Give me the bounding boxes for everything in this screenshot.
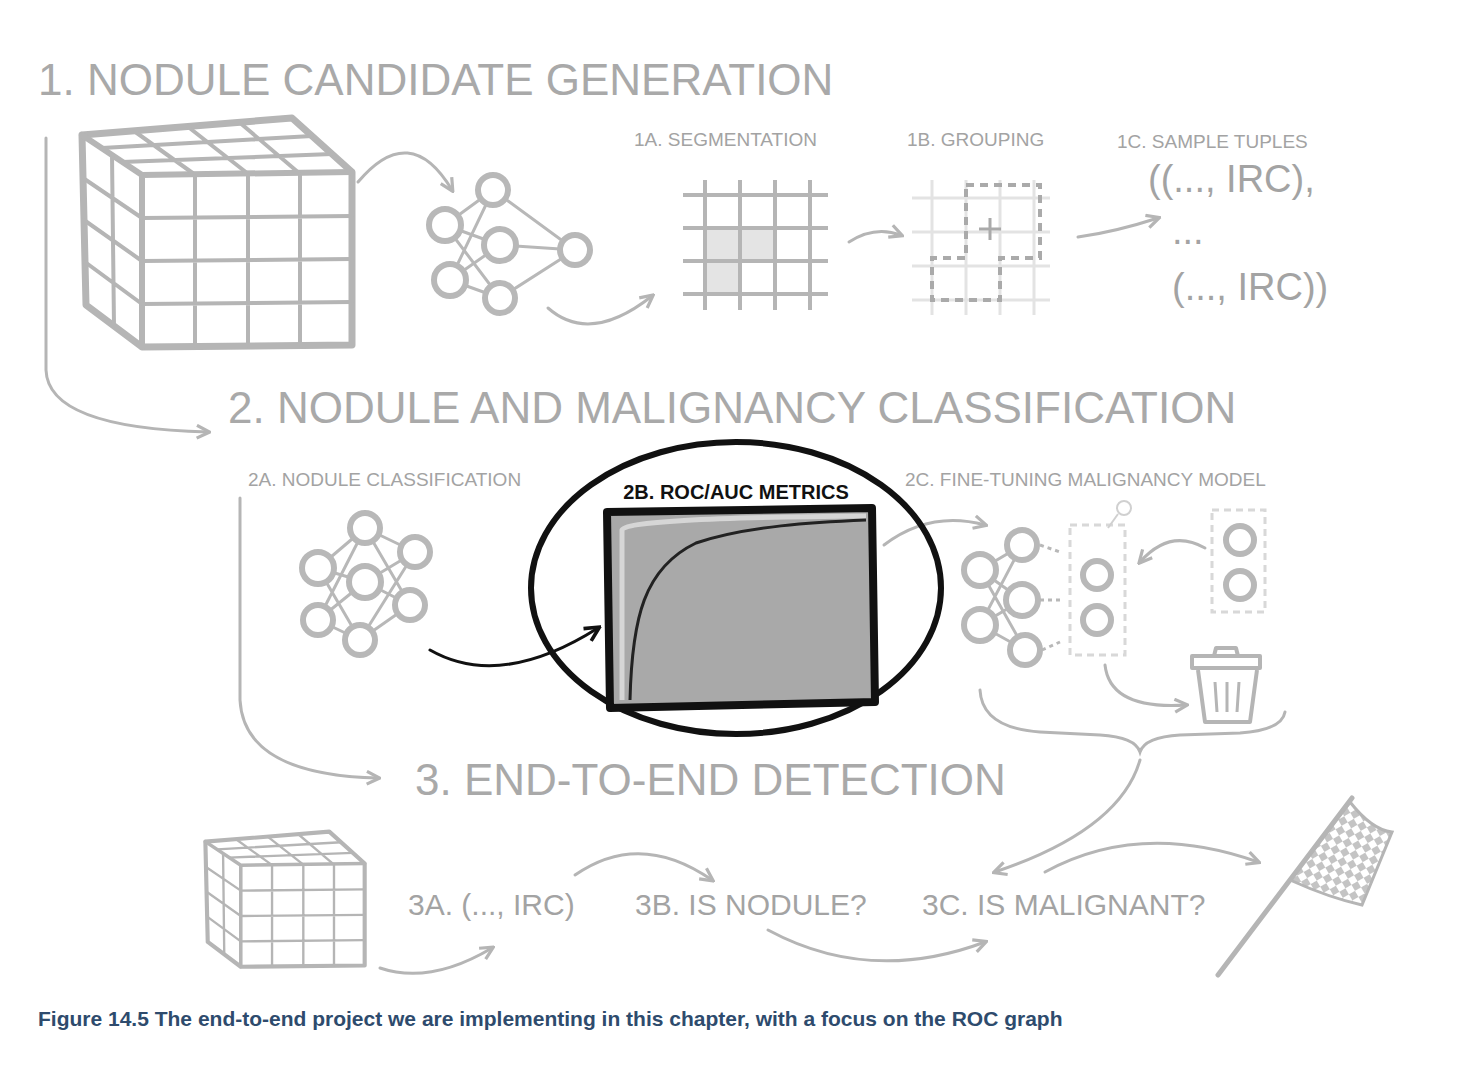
flow-arrow-part (548, 296, 652, 324)
section-heading: 2. NODULE AND MALIGNANCY CLASSIFICATION (228, 386, 1236, 430)
focus-arrow (430, 628, 598, 666)
neural-network-icon-part (302, 513, 430, 655)
trash-can-icon-part (1214, 648, 1238, 656)
checkered-flag-icon-part (1218, 798, 1352, 975)
neural-network-icon-part-part (302, 552, 334, 584)
step-label: 1C. SAMPLE TUPLES (1117, 132, 1308, 151)
fine-tuned-network-icon (964, 501, 1265, 665)
fine-tuned-network-icon-part (1083, 561, 1111, 589)
fine-tuned-network-icon-part (964, 530, 1040, 665)
step-label: 2C. FINE-TUNING MALIGNANCY MODEL (905, 470, 1266, 489)
neural-network-icon-part-part (478, 175, 508, 205)
flow-arrow-part (358, 153, 452, 190)
segmentation-grid-part (683, 180, 828, 310)
fine-tuned-network-icon-part-part (1040, 545, 1060, 650)
fine-tuned-network-icon-part (1212, 510, 1265, 612)
tuple-text: (..., IRC)) (1172, 268, 1328, 306)
roc-chart-frame (607, 508, 875, 708)
fine-tuned-network-icon-part (1117, 501, 1131, 515)
tuple-text: ((..., IRC), (1148, 160, 1315, 198)
neural-network-icon-part-part (349, 566, 381, 598)
fine-tuned-network-icon-part-part (1006, 584, 1038, 616)
checkered-flag-icon-part (1290, 802, 1392, 905)
merge-brace (980, 690, 1285, 872)
grouping-step: 1B. GROUPING (905, 128, 1070, 323)
fine-tuned-network-icon-part-part (964, 609, 996, 641)
neural-network-icon-part-part (345, 625, 375, 655)
section-heading: 3. END-TO-END DETECTION (415, 758, 1006, 802)
segmentation-grid (683, 180, 828, 310)
roc-auc-focus-circle-label: 2B. ROC/AUC METRICS (623, 482, 849, 502)
flow-arrow (380, 843, 1258, 973)
merge-brace-part (980, 690, 1285, 752)
neural-network-icon-part (429, 175, 590, 313)
flow-arrow-part (1045, 843, 1258, 872)
neural-network-icon-part-part (303, 605, 333, 635)
tuple-ellipsis: ... (1172, 212, 1204, 250)
checkered-flag-icon (1218, 798, 1392, 975)
fine-tuned-network-icon-part (1108, 514, 1118, 528)
neural-network-icon-part-part (429, 209, 461, 241)
flow-arrow (46, 138, 1158, 778)
trash-can-icon-part (1192, 656, 1260, 668)
trash-can-icon-part (1198, 670, 1257, 722)
step-label: 3B. IS NODULE? (635, 890, 867, 920)
flow-arrow-part (575, 854, 712, 880)
neural-network-icon (429, 175, 590, 313)
roc-auc-focus-circle: 2B. ROC/AUC METRICS (526, 438, 946, 738)
segmentation-step: 1A. SEGMENTATION (630, 128, 845, 318)
ct-volume-cube (205, 832, 364, 967)
fine-tuned-network-icon-part-part (964, 554, 996, 586)
grouping-grid-part (932, 185, 1040, 300)
roc-chart-inner-edge (622, 516, 866, 700)
roc-curve (630, 520, 866, 700)
step-label: 3A. (..., IRC) (408, 890, 575, 920)
neural-network-icon-part-part (400, 537, 430, 567)
flow-arrow-part (768, 930, 985, 961)
grouping-grid (912, 180, 1050, 315)
fine-tuned-network-icon-part-part (1010, 635, 1040, 665)
grouping-step-label: 1B. GROUPING (907, 130, 1044, 149)
neural-network-icon-part-part (484, 229, 516, 261)
neural-network-icon-part-part (560, 235, 590, 265)
flow-connector (849, 232, 901, 242)
fine-tuned-network-icon-part (1226, 571, 1254, 599)
flow-arrow-part (380, 948, 492, 973)
segmentation-step-label: 1A. SEGMENTATION (634, 130, 817, 149)
focus-arrow-part (430, 628, 598, 666)
fine-tuned-network-icon-part (1226, 526, 1254, 554)
fine-tuned-network-icon-part (1070, 525, 1125, 655)
trash-can-icon (1192, 648, 1260, 722)
step-label: 2A. NODULE CLASSIFICATION (248, 470, 521, 489)
flow-arrow-part (1078, 218, 1158, 237)
neural-network-icon-part-part (485, 283, 515, 313)
ct-volume-cube (82, 118, 352, 347)
flow-arrow-part (46, 138, 208, 432)
flow-arrow-part (1105, 665, 1186, 706)
neural-network-icon (302, 513, 430, 655)
neural-network-icon-part-part (395, 590, 425, 620)
fine-tuned-network-icon-part-part (1007, 530, 1037, 560)
section-heading: 1. NODULE CANDIDATE GENERATION (38, 58, 833, 102)
segmentation-grid-part (740, 228, 775, 261)
flow-arrow-part (884, 521, 985, 546)
grouping-grid-part (979, 218, 1001, 240)
step-label: 3C. IS MALIGNANT? (922, 890, 1205, 920)
figure-caption: Figure 14.5 The end-to-end project we ar… (38, 1008, 1062, 1029)
grouping-grid-part (912, 180, 1050, 315)
neural-network-icon-part-part (434, 264, 466, 296)
fine-tuned-network-icon-part (1083, 606, 1111, 634)
flow-arrow-part (1140, 541, 1205, 562)
trash-can-icon-part (1215, 682, 1239, 712)
merge-brace-part (995, 760, 1140, 872)
focus-ellipse (531, 442, 941, 734)
neural-network-icon-part-part (350, 513, 380, 543)
